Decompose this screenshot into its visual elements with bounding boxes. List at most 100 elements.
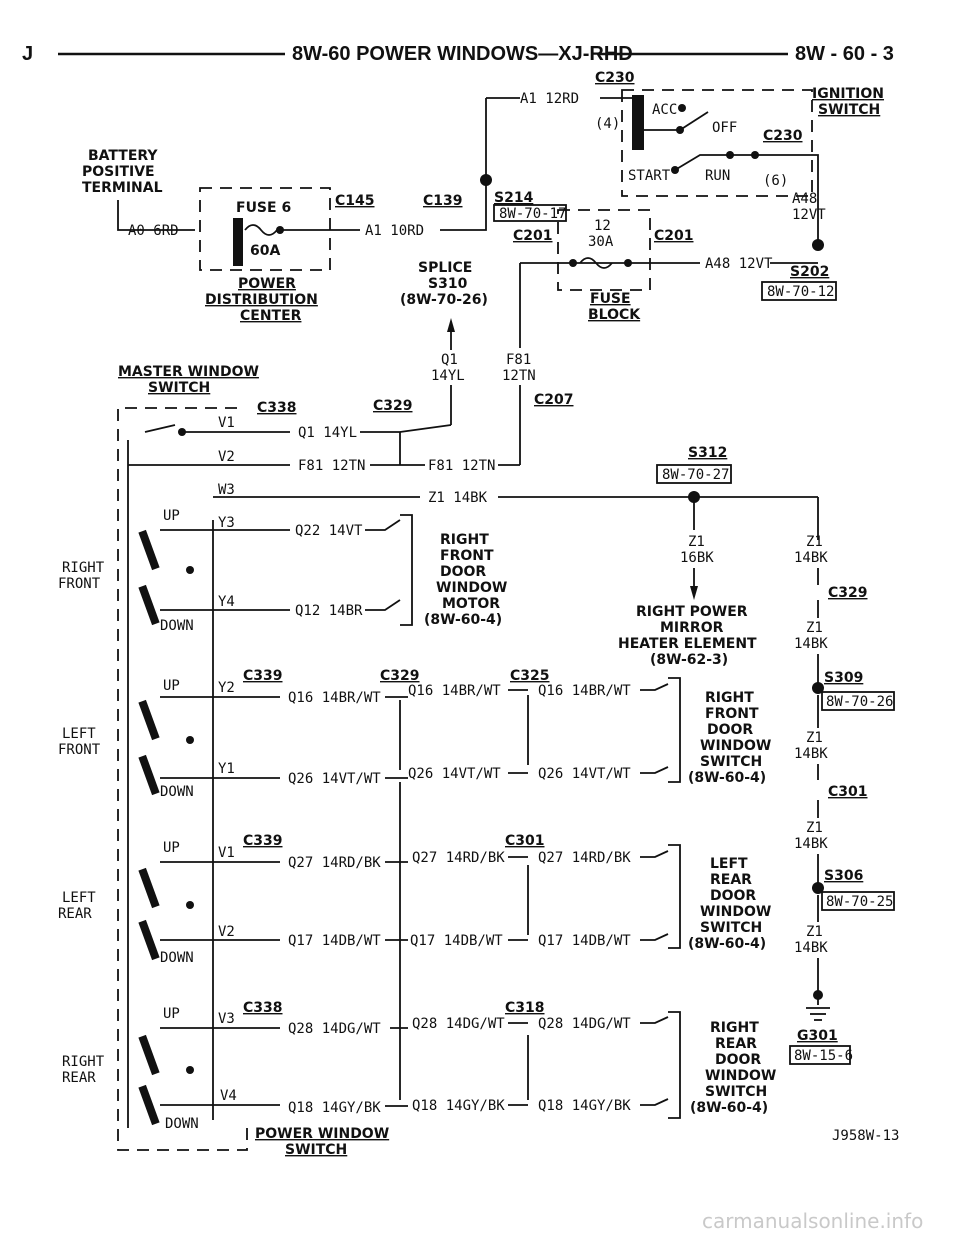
master-title-1: MASTER WINDOW (118, 364, 259, 380)
wire-q27a: Q27 14RD/BK (288, 855, 381, 871)
pin-vv2: V2 (218, 924, 235, 940)
wire-q1: Q1 14YL (298, 425, 357, 441)
gc-g301: G301 (797, 1028, 838, 1044)
mirror-l4: (8W-62-3) (650, 652, 728, 668)
ignition-wire-12vt: 12VT (792, 207, 826, 223)
ignition-acc: ACC (652, 102, 677, 118)
pdc-fuse: FUSE 6 (236, 200, 291, 216)
q17-arrow (640, 933, 669, 941)
gc-s309ref: 8W-70-26 (826, 694, 893, 710)
q28-arrow (640, 1016, 669, 1024)
s309-ref-box (821, 691, 895, 711)
c325-label: C325 (510, 668, 550, 684)
q1-trunk-a: Q1 (441, 352, 458, 368)
q16-arrow (640, 683, 669, 691)
rf-switch-l3: DOOR (707, 722, 753, 738)
fuse-block-box (557, 209, 651, 291)
ignition-contact-bar (632, 95, 644, 150)
c207-label: C207 (534, 392, 574, 408)
mirror-l3: HEATER ELEMENT (618, 636, 757, 652)
wire-q17b: Q17 14DB/WT (410, 933, 503, 949)
c329b-label: C329 (380, 668, 420, 684)
q27-arrow (640, 850, 669, 858)
s312-label: S312 (688, 445, 727, 461)
wire-q18b: Q18 14GY/BK (412, 1098, 505, 1114)
pin-y1: Y1 (218, 761, 235, 777)
ignition-run-trace (674, 154, 780, 171)
rf-label-1: RIGHT (62, 560, 105, 576)
header-page: 8W - 60 - 3 (795, 43, 894, 65)
rf-switch-bracket (668, 677, 681, 783)
rf-label-2: FRONT (58, 576, 101, 592)
wire-q28b: Q28 14DG/WT (412, 1016, 505, 1032)
s202-ref: 8W-70-12 (767, 284, 834, 300)
rf-motor-l4: WINDOW (436, 580, 507, 596)
wire-q27c: Q27 14RD/BK (538, 850, 631, 866)
rf-motor-l1: RIGHT (440, 532, 489, 548)
fuse-block-name-1: FUSE (590, 291, 631, 307)
acc-contact (678, 104, 686, 112)
fuse6-element (244, 224, 278, 236)
rf-switch-l2: FRONT (705, 706, 759, 722)
ignition-run: RUN (705, 168, 730, 184)
pdc-name-1: POWER (238, 276, 296, 292)
rf-motor-bracket (400, 514, 413, 626)
f81-trunk-b: 12TN (502, 368, 536, 384)
rr-switch-l4: WINDOW (705, 1068, 776, 1084)
ignition-wire-a48: A48 (792, 191, 817, 207)
gc-z1a2: 14BK (794, 550, 828, 566)
s310-line2: S310 (428, 276, 468, 292)
gc-s309: S309 (824, 670, 863, 686)
c201-right: C201 (654, 228, 694, 244)
pdc-rating: 60A (250, 243, 280, 259)
lr-switch-l2: REAR (710, 872, 752, 888)
ignition-pin6: (6) (763, 173, 788, 189)
q22-arrow (365, 519, 401, 531)
wire-q17a: Q17 14DB/WT (288, 933, 381, 949)
lock-switch (144, 424, 176, 433)
s202-label: S202 (790, 264, 829, 280)
lf-label-1: LEFT (62, 726, 96, 742)
wire-q28a: Q28 14DG/WT (288, 1021, 381, 1037)
battery-wire: A0 6RD (128, 223, 179, 239)
rr-down: DOWN (165, 1116, 199, 1132)
rf-contact (186, 566, 194, 574)
pin-v2: V2 (218, 449, 235, 465)
c201-left: C201 (513, 228, 553, 244)
gc-z1c2: 14BK (794, 746, 828, 762)
master-switch-box (117, 407, 248, 1151)
rr-switch-l1: RIGHT (710, 1020, 759, 1036)
c230-top-label: C230 (595, 70, 635, 86)
c339a-label: C339 (243, 668, 283, 684)
g301-ref-box (789, 1045, 851, 1065)
s306-ref-box (821, 891, 895, 911)
gc-s306: S306 (824, 868, 863, 884)
s214-node (480, 174, 492, 186)
s310-line1: SPLICE (418, 260, 472, 276)
wire-q18c: Q18 14GY/BK (538, 1098, 631, 1114)
wire-q26a: Q26 14VT/WT (288, 771, 381, 787)
wire-q27b: Q27 14RD/BK (412, 850, 505, 866)
master-title-2: SWITCH (148, 380, 210, 396)
s310-arrow (447, 318, 455, 332)
lf-up: UP (163, 678, 180, 694)
gc-g301ref: 8W-15-6 (794, 1048, 853, 1064)
c318-label: C318 (505, 1000, 545, 1016)
rr-rocker-down (138, 1084, 160, 1126)
pin-v4: V4 (220, 1088, 237, 1104)
gc-s306ref: 8W-70-25 (826, 894, 893, 910)
fuse12-node-a (569, 259, 577, 267)
header-title: 8W-60 POWER WINDOWS—XJ-RHD (292, 43, 633, 65)
lr-label-1: LEFT (62, 890, 96, 906)
rf-motor-l6: (8W-60-4) (424, 612, 502, 628)
c338-label: C338 (257, 400, 297, 416)
wire-q22: Q22 14VT (295, 523, 363, 539)
wire-f81a: F81 12TN (298, 458, 365, 474)
lf-down: DOWN (160, 784, 194, 800)
fuse-block-wire: A48 12VT (705, 256, 773, 272)
fuse12-element (579, 257, 613, 269)
lr-down: DOWN (160, 950, 194, 966)
ground-node (813, 990, 823, 1000)
s310-line3: (8W-70-26) (400, 292, 488, 308)
